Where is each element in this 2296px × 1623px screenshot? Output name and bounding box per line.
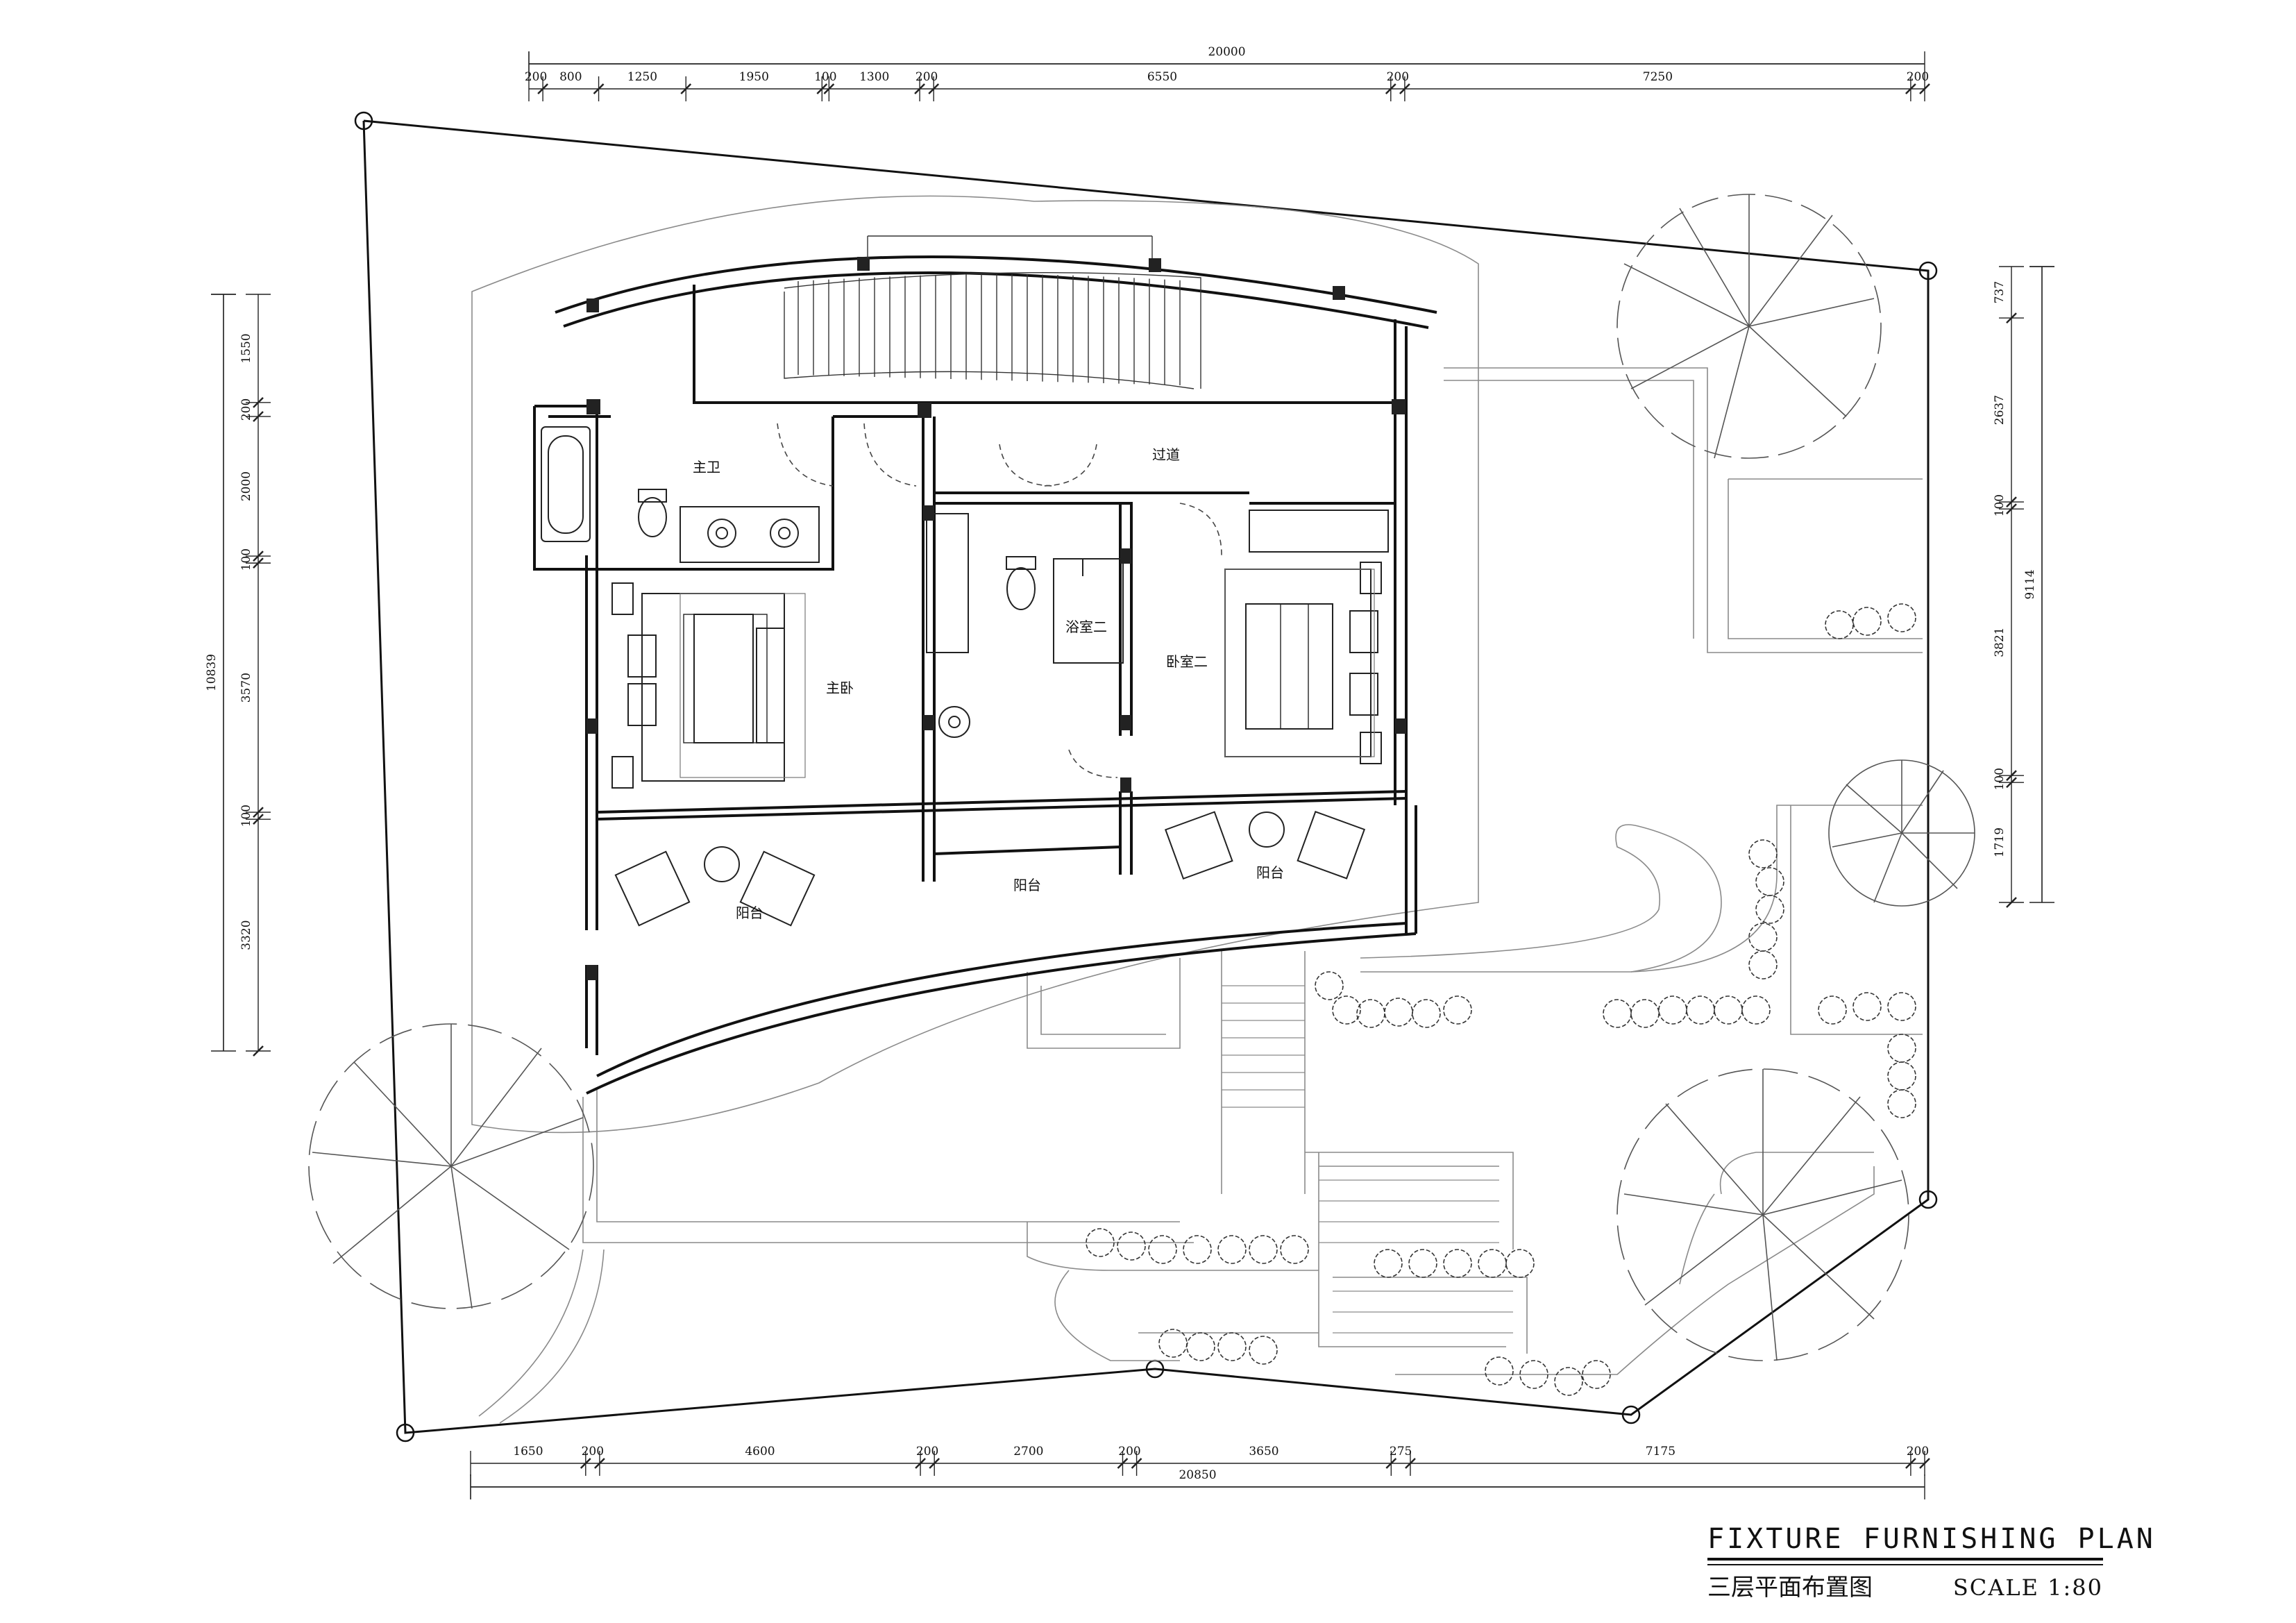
svg-text:2000: 2000 xyxy=(239,471,253,501)
svg-text:2700: 2700 xyxy=(1013,1445,1043,1458)
svg-text:200: 200 xyxy=(1907,70,1929,84)
svg-text:200: 200 xyxy=(239,398,253,421)
svg-text:200: 200 xyxy=(582,1445,604,1458)
room-labels: 主卫 过道 主卧 浴室二 卧室二 阳台 阳台 阳台 xyxy=(693,446,1284,921)
dimension-lines: 200 800 1250 1950 100 1300 200 6550 200 7250 200 20… xyxy=(205,45,2054,1499)
room-corridor: 过道 xyxy=(1152,446,1180,463)
tree-bottom-right xyxy=(1617,1068,1909,1361)
svg-text:20850: 20850 xyxy=(1179,1468,1216,1482)
svg-text:100: 100 xyxy=(814,70,836,84)
svg-text:200: 200 xyxy=(525,70,547,84)
svg-text:1550: 1550 xyxy=(239,333,253,363)
tree-top-right xyxy=(1617,194,1882,459)
title-block: FIXTURE FURNISHING PLAN 三层平面布置图 SCALE 1:… xyxy=(1707,1522,2156,1602)
svg-text:200: 200 xyxy=(1907,1445,1929,1458)
room-balcony-left: 阳台 xyxy=(736,905,763,921)
shrubs xyxy=(1086,603,1916,1396)
tree-mid-right xyxy=(1828,759,1975,907)
svg-text:1300: 1300 xyxy=(859,70,889,84)
room-bathroom-2: 浴室二 xyxy=(1065,619,1107,635)
svg-text:9114: 9114 xyxy=(2023,569,2037,599)
svg-text:100: 100 xyxy=(239,548,253,571)
svg-text:1950: 1950 xyxy=(739,70,769,84)
room-balcony-mid: 阳台 xyxy=(1013,877,1041,893)
room-master-bath: 主卫 xyxy=(693,459,720,476)
svg-text:3320: 3320 xyxy=(239,920,253,950)
svg-text:100: 100 xyxy=(1993,494,2007,516)
svg-text:20000: 20000 xyxy=(1208,45,1245,59)
title-underline xyxy=(1707,1558,2103,1561)
svg-text:10839: 10839 xyxy=(205,654,219,691)
svg-text:2637: 2637 xyxy=(1993,395,2007,425)
svg-text:7175: 7175 xyxy=(1646,1445,1675,1458)
svg-text:200: 200 xyxy=(915,70,938,84)
svg-text:6550: 6550 xyxy=(1147,70,1177,84)
svg-text:200: 200 xyxy=(1118,1445,1140,1458)
title-underline-thin xyxy=(1707,1564,2103,1565)
building-walls xyxy=(533,255,1437,1095)
room-bedroom-2: 卧室二 xyxy=(1166,653,1208,670)
fixtures xyxy=(541,426,1389,927)
svg-text:7250: 7250 xyxy=(1643,70,1673,84)
room-balcony-right: 阳台 xyxy=(1256,864,1284,881)
doors xyxy=(777,423,1222,778)
svg-text:737: 737 xyxy=(1993,281,2007,303)
main-stair xyxy=(784,235,1201,389)
drawing-subtitle: 三层平面布置图 xyxy=(1707,1574,1873,1601)
tree-bottom-left xyxy=(308,1023,594,1309)
svg-text:4600: 4600 xyxy=(745,1445,775,1458)
landscape xyxy=(471,195,1923,1424)
svg-text:3570: 3570 xyxy=(239,673,253,703)
room-master-bedroom: 主卧 xyxy=(826,680,854,696)
svg-text:100: 100 xyxy=(239,805,253,827)
svg-text:3821: 3821 xyxy=(1993,628,2007,657)
svg-text:1650: 1650 xyxy=(513,1445,543,1458)
svg-text:275: 275 xyxy=(1390,1445,1412,1458)
svg-text:800: 800 xyxy=(559,70,582,84)
svg-text:1250: 1250 xyxy=(627,70,657,84)
svg-text:3650: 3650 xyxy=(1249,1445,1278,1458)
svg-text:100: 100 xyxy=(1993,768,2007,790)
svg-text:200: 200 xyxy=(1387,70,1409,84)
drawing-title: FIXTURE FURNISHING PLAN xyxy=(1707,1523,2156,1555)
drawing-scale: SCALE 1:80 xyxy=(1952,1574,2103,1601)
title-subline: 三层平面布置图 SCALE 1:80 xyxy=(1707,1568,2103,1602)
svg-text:1719: 1719 xyxy=(1993,827,2007,857)
site-boundary xyxy=(354,111,1938,1443)
svg-text:200: 200 xyxy=(916,1445,938,1458)
structural-columns xyxy=(586,257,1406,980)
